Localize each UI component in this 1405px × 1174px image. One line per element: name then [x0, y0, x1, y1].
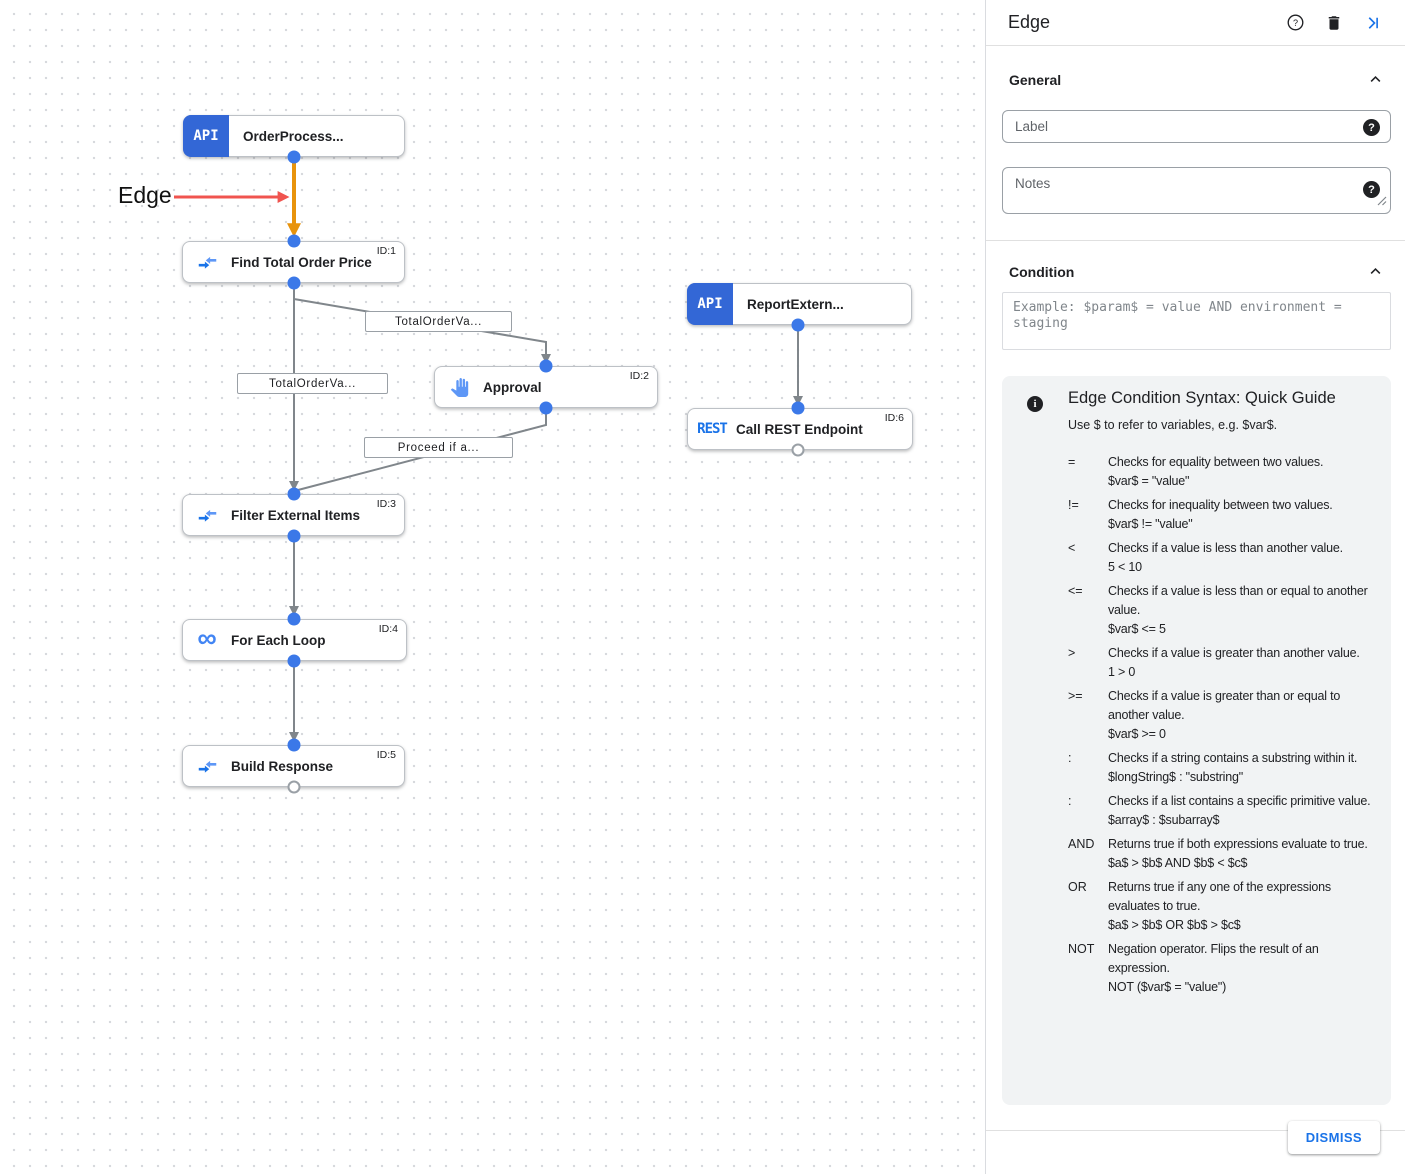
notes-help-icon[interactable] [1363, 181, 1380, 198]
label-field-container [1002, 110, 1391, 143]
node-id-tag: ID:1 [376, 245, 396, 257]
data-mapping-icon [183, 252, 231, 273]
chevron-up-icon[interactable] [1366, 70, 1385, 89]
connector-dot[interactable] [791, 401, 805, 415]
guide-row: OR Returns true if any one of the expres… [1068, 880, 1331, 932]
node-build-response[interactable]: ID:5 Build Response [182, 745, 405, 787]
guide-row: = Checks for equality between two values… [1068, 455, 1324, 488]
edge-label-proceed-if[interactable]: Proceed if a... [364, 437, 513, 458]
guide-title: Edge Condition Syntax: Quick Guide [1068, 389, 1336, 407]
panel-header: Edge ? [986, 0, 1405, 46]
node-label: Build Response [231, 758, 334, 774]
node-label: OrderProcess... [243, 128, 344, 144]
api-trigger-badge: API [183, 115, 229, 157]
info-icon [1027, 396, 1043, 412]
connector-dot[interactable] [287, 276, 301, 290]
edge-config-panel: Edge ? General [985, 0, 1405, 1174]
svg-text:?: ? [1292, 18, 1297, 28]
connector-dot[interactable] [287, 529, 301, 543]
connector-dot[interactable] [539, 401, 553, 415]
guide-rows: = Checks for equality between two values… [1068, 453, 1371, 997]
node-label: For Each Loop [231, 632, 326, 648]
divider [986, 1130, 1405, 1131]
node-label: Approval [483, 379, 542, 395]
label-help-icon[interactable] [1363, 119, 1380, 136]
guide-row: <= Checks if a value is less than or equ… [1068, 584, 1368, 636]
node-label: Find Total Order Price [231, 254, 372, 270]
help-icon[interactable]: ? [1285, 13, 1305, 33]
condition-input[interactable] [1002, 292, 1391, 350]
guide-row: AND Returns true if both expressions eva… [1068, 837, 1368, 870]
node-id-tag: ID:6 [884, 412, 904, 424]
guide-row: >= Checks if a value is greater than or … [1068, 689, 1341, 741]
collapse-panel-icon[interactable] [1363, 13, 1383, 33]
annotation-edge-label: Edge [118, 182, 172, 208]
node-id-tag: ID:4 [378, 623, 398, 635]
delete-icon[interactable] [1324, 13, 1344, 33]
panel-title: Edge [1008, 12, 1051, 32]
node-label: Call REST Endpoint [736, 421, 863, 437]
section-general-title: General [1009, 71, 1062, 88]
node-label: Filter External Items [231, 507, 361, 523]
node-approval[interactable]: ID:2 Approval [434, 366, 658, 408]
connector-dot[interactable] [287, 150, 301, 164]
guide-row: : Checks if a string contains a substrin… [1068, 751, 1358, 784]
node-id-tag: ID:3 [376, 498, 396, 510]
rest-icon: REST [697, 421, 728, 437]
approval-hand-icon [435, 377, 483, 397]
connector-dot[interactable] [287, 654, 301, 668]
guide-row: : Checks if a list contains a specific p… [1068, 794, 1371, 827]
resize-handle-icon[interactable] [1377, 193, 1387, 211]
api-trigger-badge: API [687, 283, 733, 325]
data-mapping-icon [183, 756, 231, 777]
guide-row: < Checks if a value is less than another… [1068, 541, 1343, 574]
guide-row: NOT Negation operator. Flips the result … [1068, 942, 1319, 994]
guide-row: > Checks if a value is greater than anot… [1068, 646, 1360, 679]
node-call-rest-endpoint[interactable]: ID:6 REST Call REST Endpoint [687, 408, 913, 450]
node-id-tag: ID:5 [376, 749, 396, 761]
connector-dot[interactable] [287, 487, 301, 501]
connector-dot[interactable] [287, 612, 301, 626]
node-label: ReportExtern... [747, 296, 844, 312]
condition-syntax-guide: Edge Condition Syntax: Quick Guide Use $… [1002, 376, 1391, 1105]
guide-row: != Checks for inequality between two val… [1068, 498, 1333, 531]
connector-dot-open[interactable] [791, 443, 805, 457]
label-input[interactable] [1003, 111, 1390, 142]
notes-input[interactable] [1003, 168, 1390, 213]
node-orderprocess-trigger[interactable]: API OrderProcess... [183, 115, 405, 157]
node-id-tag: ID:2 [629, 370, 649, 382]
chevron-up-icon[interactable] [1366, 262, 1385, 281]
connector-dot[interactable] [287, 738, 301, 752]
data-mapping-icon [183, 505, 231, 526]
edge-label-totalorderva-1[interactable]: TotalOrderVa... [365, 311, 512, 332]
edge-label-totalorderva-2[interactable]: TotalOrderVa... [237, 373, 388, 394]
notes-field-container [1002, 167, 1391, 214]
node-reportextern-trigger[interactable]: API ReportExtern... [687, 283, 912, 325]
connector-dot[interactable] [287, 234, 301, 248]
divider [986, 240, 1405, 241]
loop-infinity-icon: ∞ [197, 623, 217, 653]
connector-dot[interactable] [539, 359, 553, 373]
connector-dot-open[interactable] [287, 780, 301, 794]
dismiss-button[interactable]: DISMISS [1287, 1121, 1380, 1154]
section-general-header[interactable]: General [1009, 70, 1385, 89]
guide-subtitle: Use $ to refer to variables, e.g. $var$. [1068, 418, 1278, 432]
flow-canvas[interactable]: Edge API OrderProcess... ID:1 Find Total… [0, 0, 985, 1174]
connector-dot[interactable] [791, 318, 805, 332]
section-condition-title: Condition [1009, 263, 1075, 280]
edges-layer [174, 158, 803, 742]
section-condition-header[interactable]: Condition [1009, 262, 1385, 281]
